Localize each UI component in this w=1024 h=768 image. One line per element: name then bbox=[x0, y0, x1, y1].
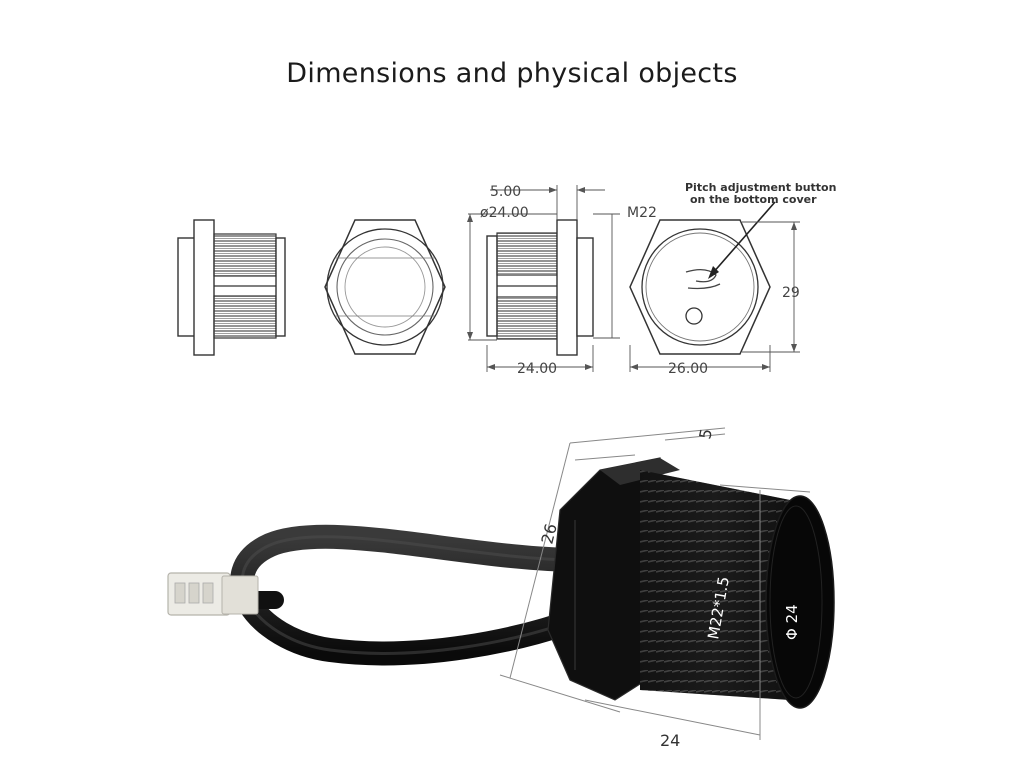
page-title: Dimensions and physical objects bbox=[286, 58, 738, 89]
sensor-photo bbox=[167, 427, 835, 740]
dim-label-29: 29 bbox=[782, 285, 800, 301]
cable bbox=[230, 524, 592, 666]
side-view-drawing bbox=[177, 219, 286, 356]
dim-label-26: 26.00 bbox=[668, 361, 708, 377]
note-line-2: on the bottom cover bbox=[690, 193, 817, 206]
photo-dim-24: 24 bbox=[660, 731, 680, 750]
photo-dim-5: 5 bbox=[695, 427, 716, 441]
dimensioned-side-view bbox=[467, 185, 620, 372]
dim-label-dia24: ø24.00 bbox=[480, 205, 529, 221]
photo-dim-26: 26 bbox=[537, 522, 560, 546]
front-view-drawing bbox=[324, 219, 446, 355]
connector-plug bbox=[167, 572, 259, 616]
note-line-1: Pitch adjustment button bbox=[685, 181, 836, 194]
dim-label-m22: M22 bbox=[627, 205, 657, 221]
diameter-label: Φ 24 bbox=[783, 604, 801, 640]
dim-label-5: 5.00 bbox=[490, 184, 521, 200]
sensor-face bbox=[765, 495, 835, 709]
back-view-drawing bbox=[629, 201, 800, 372]
dim-label-24: 24.00 bbox=[517, 361, 557, 377]
